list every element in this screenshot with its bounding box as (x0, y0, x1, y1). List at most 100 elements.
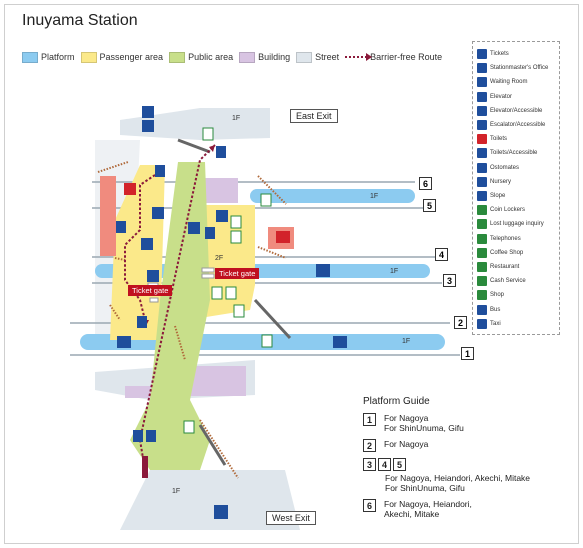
telephone-icon (230, 230, 242, 244)
icon-legend-item: Restaurant (477, 261, 519, 273)
icon-legend-label: Elevator/Accessible (490, 107, 543, 114)
icon-legend-item: Lost luggage inquiry (477, 218, 544, 230)
shop-icon (211, 286, 223, 300)
icon-legend-label: Bus (490, 306, 501, 313)
street-bottom-right (120, 470, 300, 530)
slope-icon (477, 191, 487, 201)
floor-label: 1F (370, 193, 379, 200)
accessible-icon (316, 264, 330, 277)
elevator-icon (477, 91, 487, 102)
coffee-shop-icon (477, 247, 487, 258)
toilets-accessible-icon (477, 148, 487, 159)
icon-legend-label: Coffee Shop (490, 249, 524, 256)
icon-legend-item: Ostomates (477, 162, 519, 174)
route-arrow-icon (345, 53, 373, 61)
platform-number-5: 5 (423, 199, 436, 212)
icon-legend-label: Waiting Room (490, 79, 528, 86)
icon-legend-label: Restaurant (490, 264, 520, 270)
icon-legend-label: Shop (490, 292, 505, 299)
platform-destination: For Nagoya (384, 413, 429, 423)
accessible-icon (146, 430, 156, 442)
platform-number: 5 (393, 458, 406, 471)
escalator-accessible-icon (477, 120, 487, 130)
icon-legend-item: Taxi (477, 318, 501, 330)
street-top (120, 108, 270, 140)
bus-icon (477, 304, 487, 315)
platform-destination: For Nagoya (384, 439, 429, 449)
icon-legend-label: Lost luggage inquiry (490, 221, 544, 228)
elevator-accessible-icon (216, 146, 226, 158)
east-exit-label: East Exit (290, 109, 338, 123)
ticket-gate-label: Ticket gate (128, 285, 173, 296)
accessible-icon (152, 207, 164, 219)
icon-legend-item: Waiting Room (477, 76, 527, 88)
icon-legend-item: Escalator/Accessible (477, 119, 545, 131)
coffee-shop-icon (233, 304, 245, 318)
barrier-free-route (124, 144, 216, 471)
icon-legend-label: Telephones (490, 235, 521, 242)
platform-destination: For ShinUnuma, Gifu (385, 483, 465, 493)
route-stem-bottom (142, 456, 148, 478)
accessible-icon (333, 336, 347, 348)
ticket-gate-label: Ticket gate (215, 268, 260, 279)
platform-guide-row: 3 4 5 For Nagoya, Heiandori, Akechi, Mit… (363, 458, 563, 493)
legend-swatch (296, 51, 313, 63)
elevator-accessible-icon (133, 430, 143, 442)
icon-legend-label: Elevator (490, 93, 513, 100)
icon-legend-label: Nursery (490, 178, 512, 185)
icon-legend-item: Coffee Shop (477, 247, 523, 259)
platform-guide-row: 6 For Nagoya, Heiandori, Akechi, Mitake (363, 499, 563, 519)
coin-lockers-icon (477, 205, 487, 216)
telephone-icon (202, 127, 214, 141)
icon-legend-label: Ostomates (490, 164, 520, 171)
icon-legend-label: Escalator/Accessible (490, 122, 546, 128)
icon-legend-item: Coin Lockers (477, 204, 525, 216)
icon-legend-item: Toilets/Accessible (477, 147, 537, 159)
toilets-icon (276, 231, 290, 243)
accessible-icon (117, 336, 131, 348)
platform-number-1: 1 (461, 347, 474, 360)
icon-legend-item: Nursery (477, 176, 511, 188)
floor-label: 1F (232, 115, 241, 122)
icon-legend-label: Taxi (490, 320, 501, 327)
platform-destination: For Nagoya, Heiandori, (384, 499, 472, 509)
legend-label: Public area (188, 52, 234, 62)
floor-label: 1F (390, 268, 399, 275)
waiting-room-icon (216, 210, 228, 222)
cash-service-icon (477, 276, 487, 287)
legend-item-building: Building (239, 51, 291, 63)
legend-label: Platform (41, 52, 75, 62)
platform-number: 4 (378, 458, 391, 471)
bus-icon (142, 120, 154, 132)
shop-icon (225, 286, 237, 300)
floor-label: 2F (215, 255, 224, 262)
icon-legend-item: Elevator (477, 91, 512, 103)
legend-label: Barrier-free Route (370, 52, 443, 62)
legend-label: Building (258, 52, 291, 62)
icon-legend-label: Stationmaster's Office (490, 65, 549, 72)
telephone-icon (260, 193, 272, 207)
taxi-icon (477, 318, 487, 329)
ticket-icon (477, 49, 487, 59)
legend-swatch (169, 51, 186, 63)
coin-lockers-icon (230, 215, 242, 229)
icon-legend-item: Cash Service (477, 275, 526, 287)
icon-legend-label: Toilets/Accessible (490, 150, 538, 157)
icon-legend-label: Toilets (490, 136, 508, 143)
elevator-accessible-icon (477, 105, 487, 116)
icon-legend-item: Stationmaster's Office (477, 62, 548, 74)
platform-5-6 (250, 189, 415, 203)
ostomates-icon (477, 162, 487, 173)
color-legend: Platform Passenger area Public area Buil… (22, 50, 448, 64)
public-area (130, 162, 210, 470)
waiting-room-icon (477, 77, 487, 88)
page-title: Inuyama Station (22, 12, 138, 29)
platform-number: 6 (363, 499, 376, 512)
escalators (177, 138, 292, 466)
legend-swatch (80, 51, 97, 63)
stationmaster-icon (477, 63, 487, 74)
elevator-accessible-icon (147, 270, 159, 282)
restaurant-icon (477, 262, 487, 272)
icon-legend-item: Tickets (477, 48, 509, 60)
